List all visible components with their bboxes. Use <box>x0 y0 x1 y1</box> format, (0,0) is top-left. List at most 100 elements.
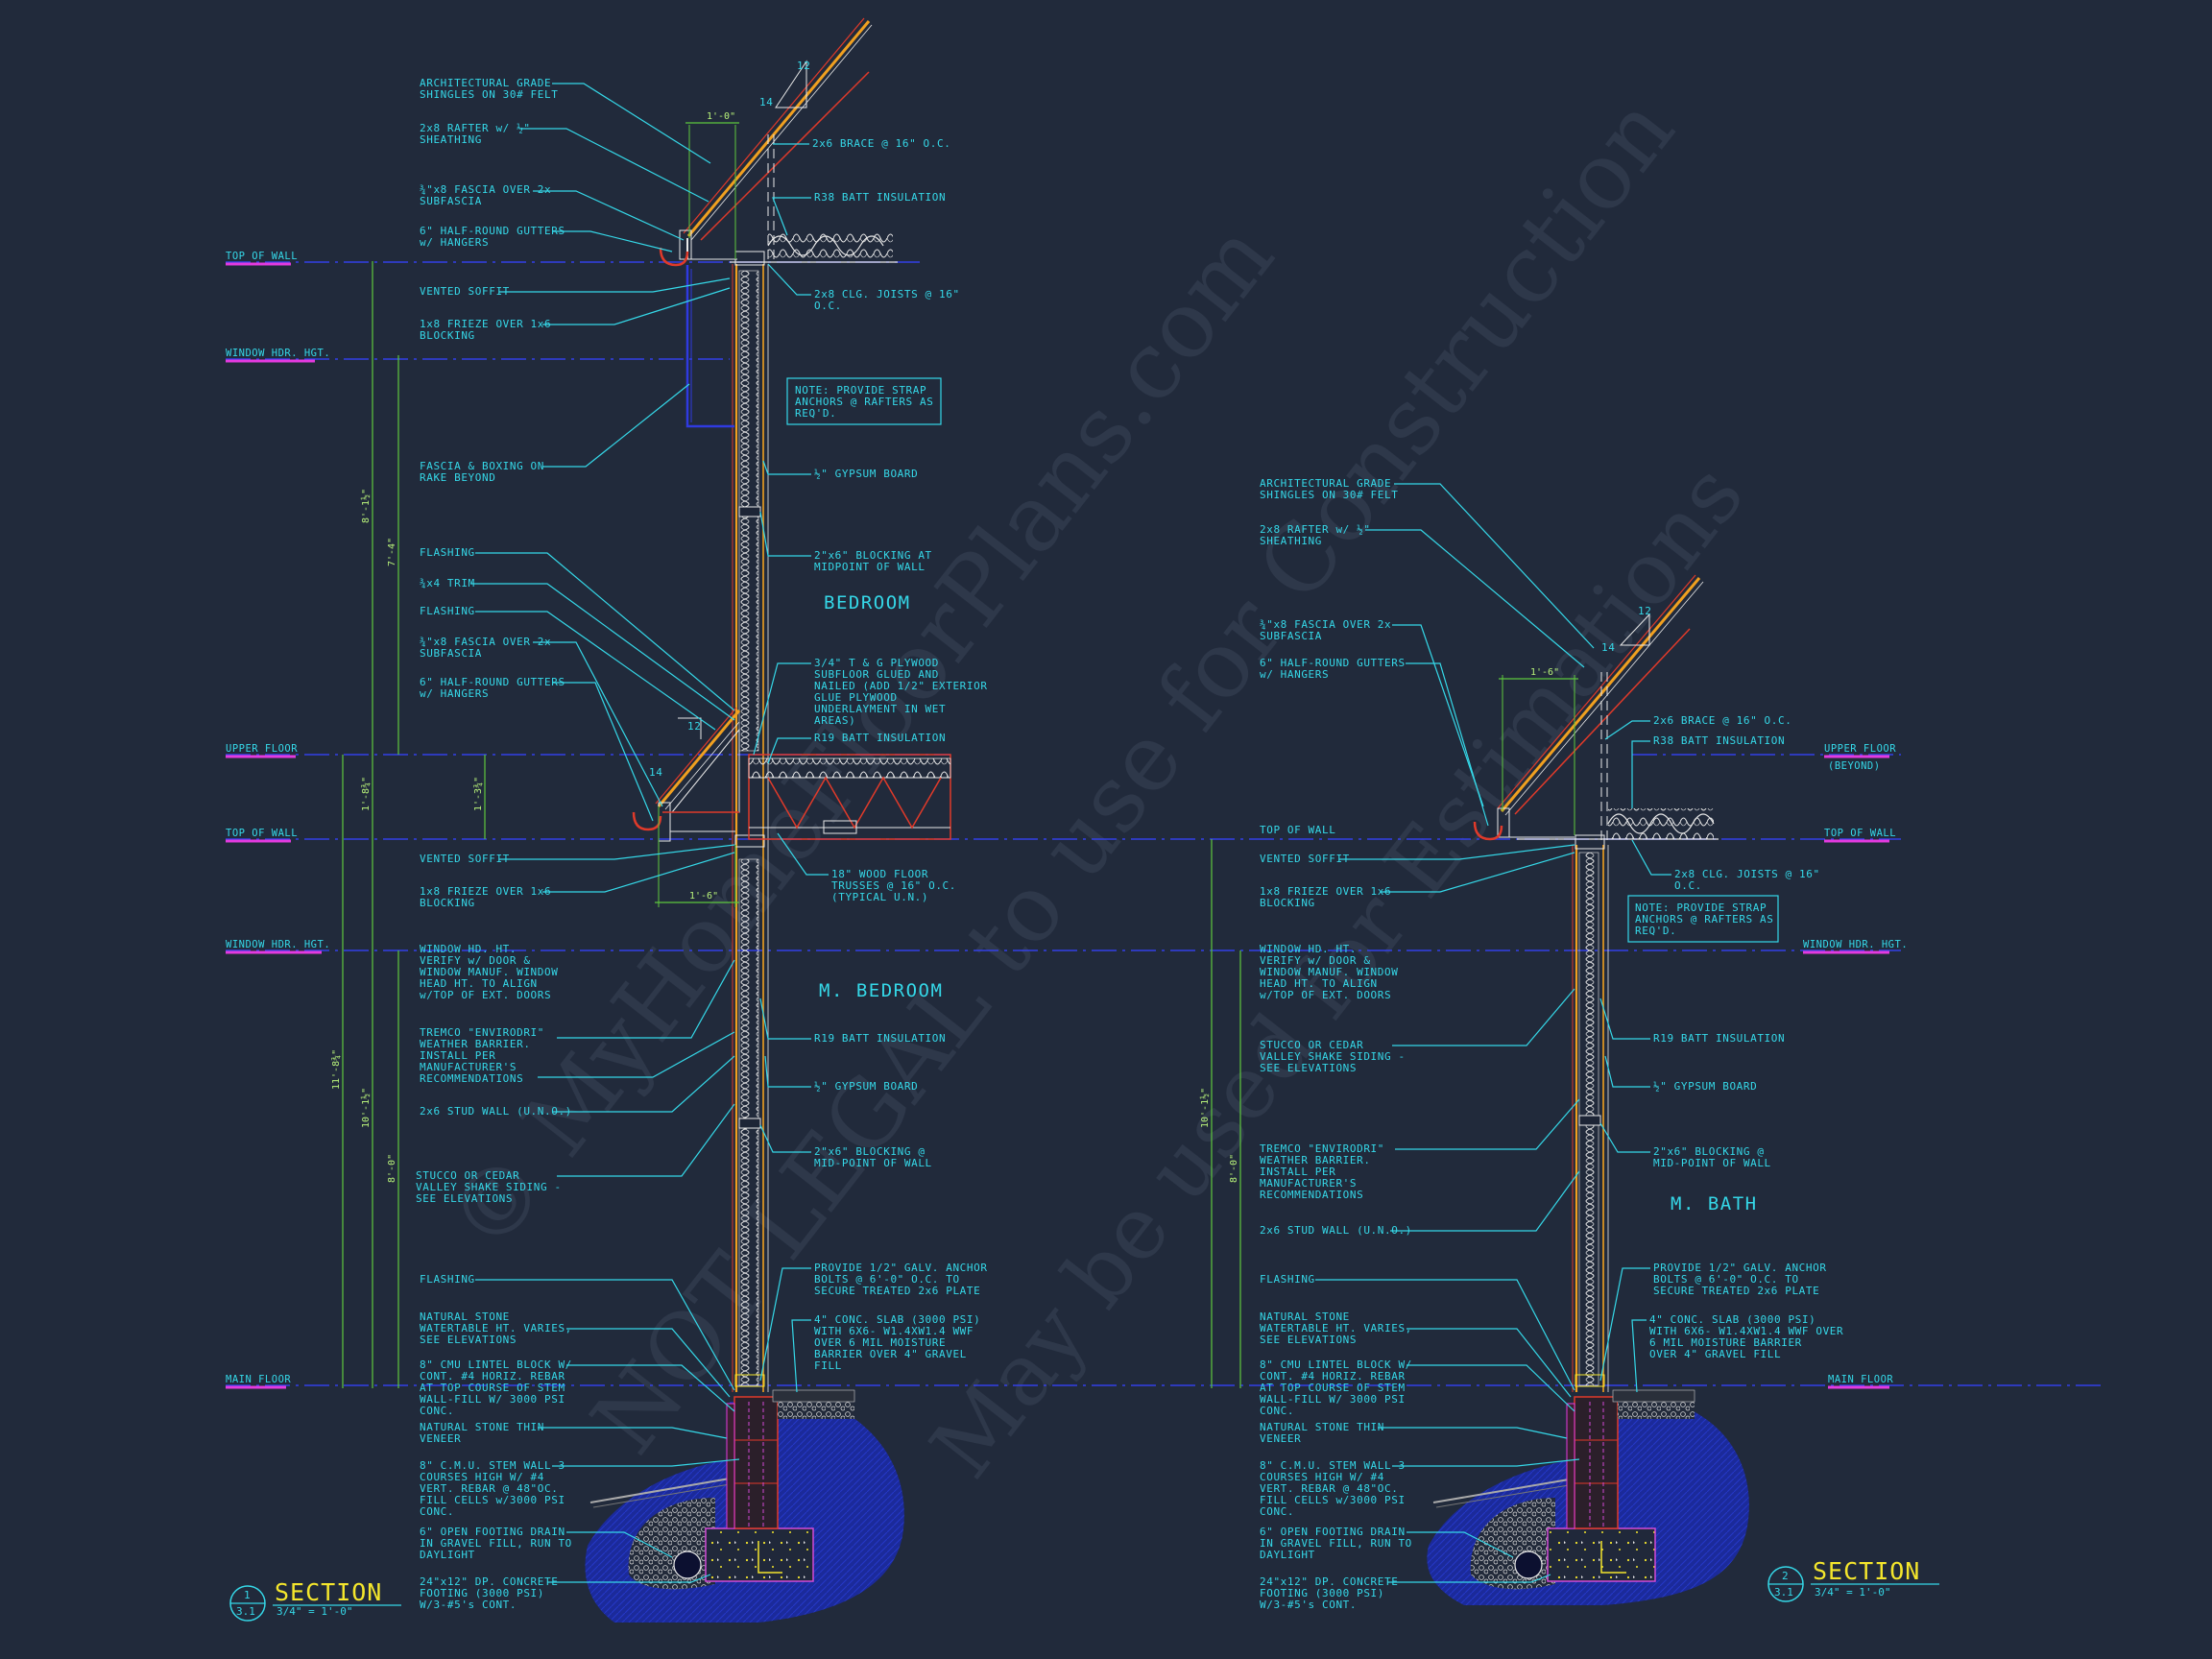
s1-dim-overhang-top: 1'-0" <box>707 111 735 122</box>
level-tags-section1: TOP OF WALL WINDOW HDR. HGT. UPPER FLOOR… <box>226 251 330 1389</box>
section1-right-leaders <box>753 143 829 1393</box>
level-window-hdr-lower: WINDOW HDR. HGT. <box>226 939 330 950</box>
s1-rnote-3: 2x8 CLG. JOISTS @ 16"O.C. <box>814 288 960 312</box>
s2-note-9: TREMCO "ENVIRODRI"WEATHER BARRIER.INSTAL… <box>1260 1142 1384 1201</box>
level-top-of-wall-lower: TOP OF WALL <box>226 828 298 839</box>
s1-bubble-num: 1 <box>244 1589 251 1601</box>
level-window-hdr-upper: WINDOW HDR. HGT. <box>226 348 330 359</box>
s1-slope-run-low: 14 <box>649 766 662 779</box>
s1-rnote-8: R19 BATT INSULATION <box>814 732 946 744</box>
s2-level-top-of-wall: TOP OF WALL <box>1824 828 1896 839</box>
s1-rnote-14: 4" CONC. SLAB (3000 PSI)WITH 6X6- W1.4XW… <box>814 1313 980 1372</box>
s2-dim-overhang: 1'-6" <box>1530 667 1559 678</box>
s2-slope-run: 14 <box>1601 641 1615 654</box>
s1-slope-rise-low: 12 <box>687 720 701 733</box>
s1-rnote-2: R38 BATT INSULATION <box>814 191 946 204</box>
s1-dim-floor-a: 1'-8¾" <box>360 777 372 811</box>
section1-dims: 1'-0" 1'-6" 8'-1½" 7'-4" 1'-8¾" 1'-3¾" 1… <box>330 111 735 1388</box>
section2-dims: 1'-6" 10'-1½" 8'-0" <box>1199 667 1559 1388</box>
s2-level-upper-floor-sub: (BEYOND) <box>1828 760 1881 772</box>
s2-bubble-sheet: 3.1 <box>1774 1586 1793 1599</box>
level-top-of-wall-upper: TOP OF WALL <box>226 251 298 262</box>
s2-scale: 3/4" = 1'-0" <box>1815 1586 1890 1599</box>
s2-bubble-num: 2 <box>1782 1570 1789 1582</box>
section1-title-block: 1 3.1 SECTION 3/4" = 1'-0" <box>229 1578 401 1622</box>
s2-rnote-3: 2x8 CLG. JOISTS @ 16"O.C. <box>1674 868 1820 892</box>
s2-level-upper-floor: UPPER FLOOR <box>1824 743 1896 755</box>
section2-right-notes: 2x6 BRACE @ 16" O.C. R38 BATT INSULATION… <box>1627 714 1843 1360</box>
section2-geometry: 12 14 <box>1427 574 1749 1605</box>
s2-note-2: 2x8 RAFTER w/ ½"SHEATHING <box>1260 523 1371 547</box>
s2-rnote-5: R19 BATT INSULATION <box>1653 1032 1785 1045</box>
watermark: © MyHomeFloorPlans.com NOT LEGAL to use … <box>427 77 1764 1496</box>
s2-rnote-7: 2"x6" BLOCKING @MID-POINT OF WALL <box>1653 1145 1771 1169</box>
s2-slope-rise: 12 <box>1638 605 1651 617</box>
s1-dim-floor-b: 1'-3¾" <box>472 777 484 811</box>
section1-geometry: 12 14 12 14 <box>585 17 951 1623</box>
s2-room: M. BATH <box>1671 1193 1758 1214</box>
s1-rnote-5: ½" GYPSUM BOARD <box>814 468 918 480</box>
s1-note-19: FLASHING <box>420 1273 475 1286</box>
s1-dim-upper-total: 8'-1½" <box>360 489 372 523</box>
s1-note-15: WINDOW HD. HT.VERIFY w/ DOOR &WINDOW MAN… <box>420 943 558 1001</box>
s1-title: SECTION <box>275 1578 382 1606</box>
s2-rnote-6: ½" GYPSUM BOARD <box>1653 1080 1757 1093</box>
s1-dim-lower-total: 11'-8¾" <box>330 1049 342 1090</box>
s2-note-11: FLASHING <box>1260 1273 1315 1286</box>
s1-dim-lower-win: 8'-0" <box>387 1154 397 1183</box>
s2-dim-total: 10'-1½" <box>1199 1088 1211 1128</box>
s2-note-10: 2x6 STUD WALL (U.N.O.) <box>1260 1224 1412 1237</box>
s1-note-21: 8" CMU LINTEL BLOCK W/CONT. #4 HORIZ. RE… <box>420 1358 572 1417</box>
s2-level-top-of-wall-big: TOP OF WALL <box>1260 824 1335 836</box>
level-upper-floor: UPPER FLOOR <box>226 743 298 755</box>
s1-note-17: 2x6 STUD WALL (U.N.O.) <box>420 1105 572 1118</box>
s1-note-8: FLASHING <box>420 546 475 559</box>
s2-title: SECTION <box>1813 1557 1920 1585</box>
s1-slope-run-top: 14 <box>759 96 773 108</box>
s1-note-5: VENTED SOFFIT <box>420 285 510 298</box>
s1-note-16: TREMCO "ENVIRODRI"WEATHER BARRIER.INSTAL… <box>420 1026 544 1085</box>
s2-level-window-hdr: WINDOW HDR. HGT. <box>1803 939 1908 950</box>
s1-rnote-12: 2"x6" BLOCKING @MID-POINT OF WALL <box>814 1145 932 1169</box>
level-main-floor: MAIN FLOOR <box>226 1374 291 1385</box>
s1-note-9: ¾x4 TRIM <box>420 577 475 589</box>
s2-rnote-1: 2x6 BRACE @ 16" O.C. <box>1653 714 1791 727</box>
s1-scale: 3/4" = 1'-0" <box>276 1605 352 1618</box>
s1-dim-upper-win: 7'-4" <box>387 538 397 566</box>
s2-note-5: VENTED SOFFIT <box>1260 853 1350 865</box>
section2-right-leaders <box>1599 720 1671 1393</box>
section2-title-block: 2 3.1 SECTION 3/4" = 1'-0" <box>1767 1557 1939 1602</box>
s1-rnote-10: R19 BATT INSULATION <box>814 1032 946 1045</box>
s1-rnote-1: 2x6 BRACE @ 16" O.C. <box>812 137 950 150</box>
s2-rnote-9: 4" CONC. SLAB (3000 PSI)WITH 6X6- W1.4XW… <box>1649 1313 1843 1360</box>
